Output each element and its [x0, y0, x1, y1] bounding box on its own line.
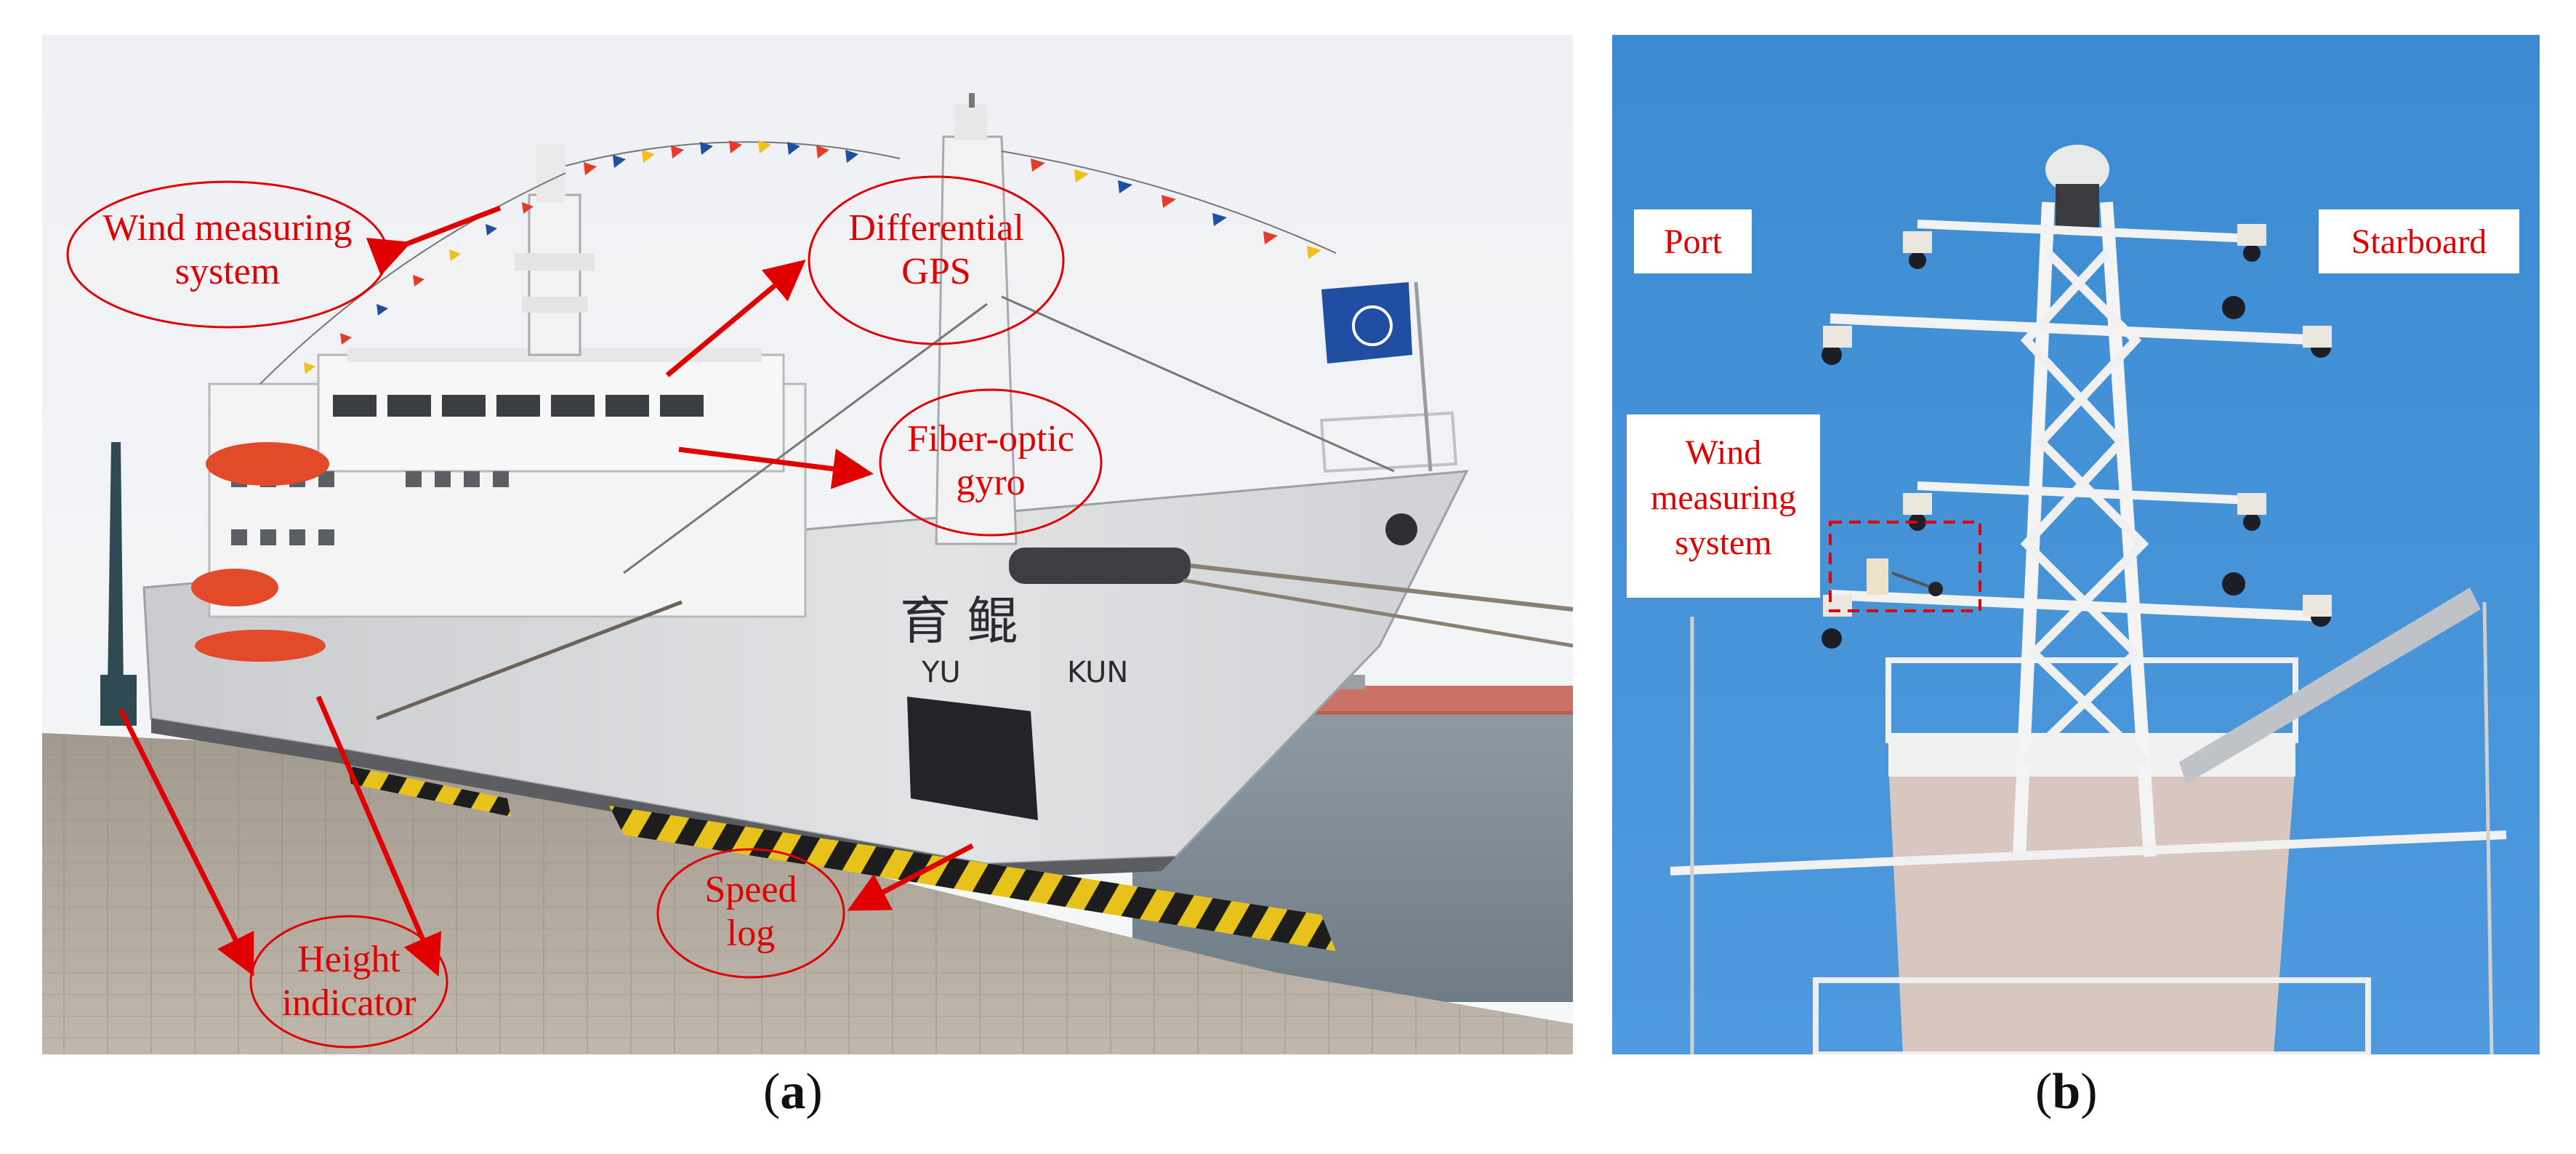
- annotation-differential-gps: Differential GPS: [665, 175, 1065, 377]
- caption-b-open: (: [2035, 1064, 2053, 1120]
- label-starboard: Starboard: [2351, 223, 2487, 261]
- arrow-gps: [665, 260, 806, 377]
- label-starboard-box: Starboard: [2319, 209, 2519, 273]
- label-gyro-line2: gyro: [956, 462, 1025, 503]
- label-wind-b-line3: system: [1675, 524, 1771, 562]
- ship-name-kun: KUN: [1067, 656, 1128, 689]
- annotation-wind-measuring-system: Wind measuring system: [66, 180, 502, 329]
- ship-name-yu: YU: [921, 656, 961, 689]
- label-gps-line1: Differential: [848, 207, 1024, 249]
- arrow-height-right: [315, 695, 442, 977]
- caption-a-open: (: [763, 1064, 781, 1120]
- caption-a-letter: a: [780, 1064, 806, 1120]
- label-speed-line2: log: [727, 913, 775, 954]
- ship-name-chinese: 育 鲲: [900, 591, 1018, 651]
- caption-b-close: ): [2080, 1064, 2098, 1120]
- caption-a: (a): [763, 1063, 823, 1121]
- label-wind-line2: system: [175, 251, 280, 292]
- ship-photo: 育 鲲 YU KUN Wind measuring system Differe…: [42, 35, 1573, 1054]
- arrow-gyro: [678, 446, 874, 489]
- label-port: Port: [1664, 223, 1723, 261]
- label-height-line2: indicator: [282, 982, 416, 1024]
- mast-photo: Port Starboard Wind measuring system: [1612, 35, 2540, 1054]
- label-speed-line1: Speed: [704, 869, 797, 910]
- label-wind-b-line2: measuring: [1651, 478, 1796, 517]
- label-wind-b-line1: Wind: [1686, 433, 1762, 472]
- mast-photo-panel: Port Starboard Wind measuring system: [1612, 35, 2540, 1054]
- ship-photo-panel: 育 鲲 YU KUN Wind measuring system Differe…: [42, 35, 1573, 1054]
- arrow-height-left: [118, 708, 254, 977]
- caption-b: (b): [2035, 1063, 2098, 1121]
- label-gyro-line1: Fiber-optic: [907, 418, 1074, 460]
- annotation-speed-log: Speed log: [656, 843, 974, 979]
- label-wind-box: Wind measuring system: [1627, 414, 1820, 598]
- annotation-fiber-optic-gyro: Fiber-optic gyro: [678, 388, 1103, 537]
- label-port-box: Port: [1634, 209, 1752, 273]
- label-gps-line2: GPS: [901, 251, 970, 292]
- caption-b-letter: b: [2052, 1064, 2081, 1120]
- annotation-height-indicator: Height indicator: [118, 695, 448, 1049]
- wind-sensor-highlight-box: [1829, 521, 1981, 612]
- arrow-speed: [847, 843, 974, 911]
- arrow-wind: [366, 205, 502, 276]
- label-wind-line1: Wind measuring: [102, 207, 352, 249]
- caption-a-close: ): [805, 1064, 823, 1120]
- label-height-line1: Height: [297, 939, 401, 980]
